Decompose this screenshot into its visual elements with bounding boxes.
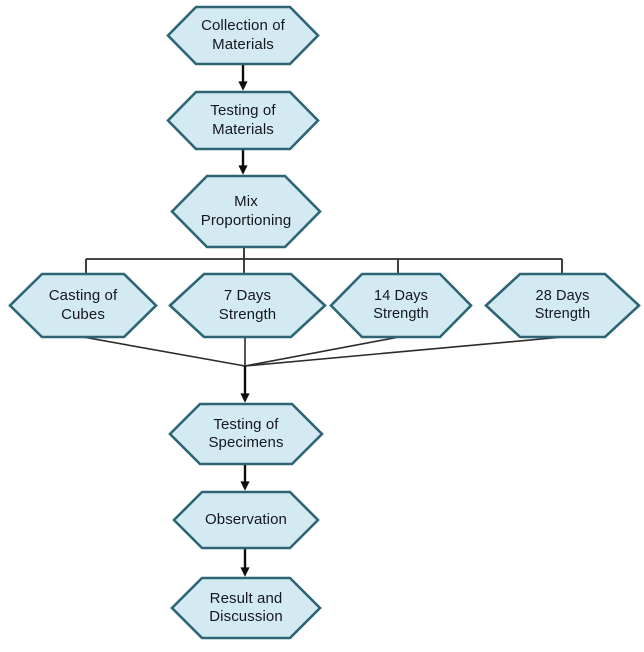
- node-7-days-strength[interactable]: [168, 272, 327, 339]
- node-collection-of-materials[interactable]: [166, 5, 320, 66]
- connector-casting-to-merge: [82, 336, 246, 367]
- node-14-days-strength[interactable]: [329, 272, 473, 339]
- node-observation[interactable]: [172, 490, 320, 550]
- node-layer: [8, 5, 641, 640]
- node-testing-of-materials[interactable]: [166, 90, 320, 151]
- connector-28-days-to-merge: [244, 336, 564, 367]
- connector-layer: [82, 64, 564, 577]
- node-result-and-discussion[interactable]: [170, 576, 322, 640]
- connector-14-days-to-merge: [244, 336, 400, 367]
- node-mix-proportioning[interactable]: [170, 174, 322, 249]
- node-testing-of-specimens[interactable]: [168, 402, 324, 466]
- node-casting-of-cubes[interactable]: [8, 272, 158, 339]
- node-28-days-strength[interactable]: [484, 272, 641, 339]
